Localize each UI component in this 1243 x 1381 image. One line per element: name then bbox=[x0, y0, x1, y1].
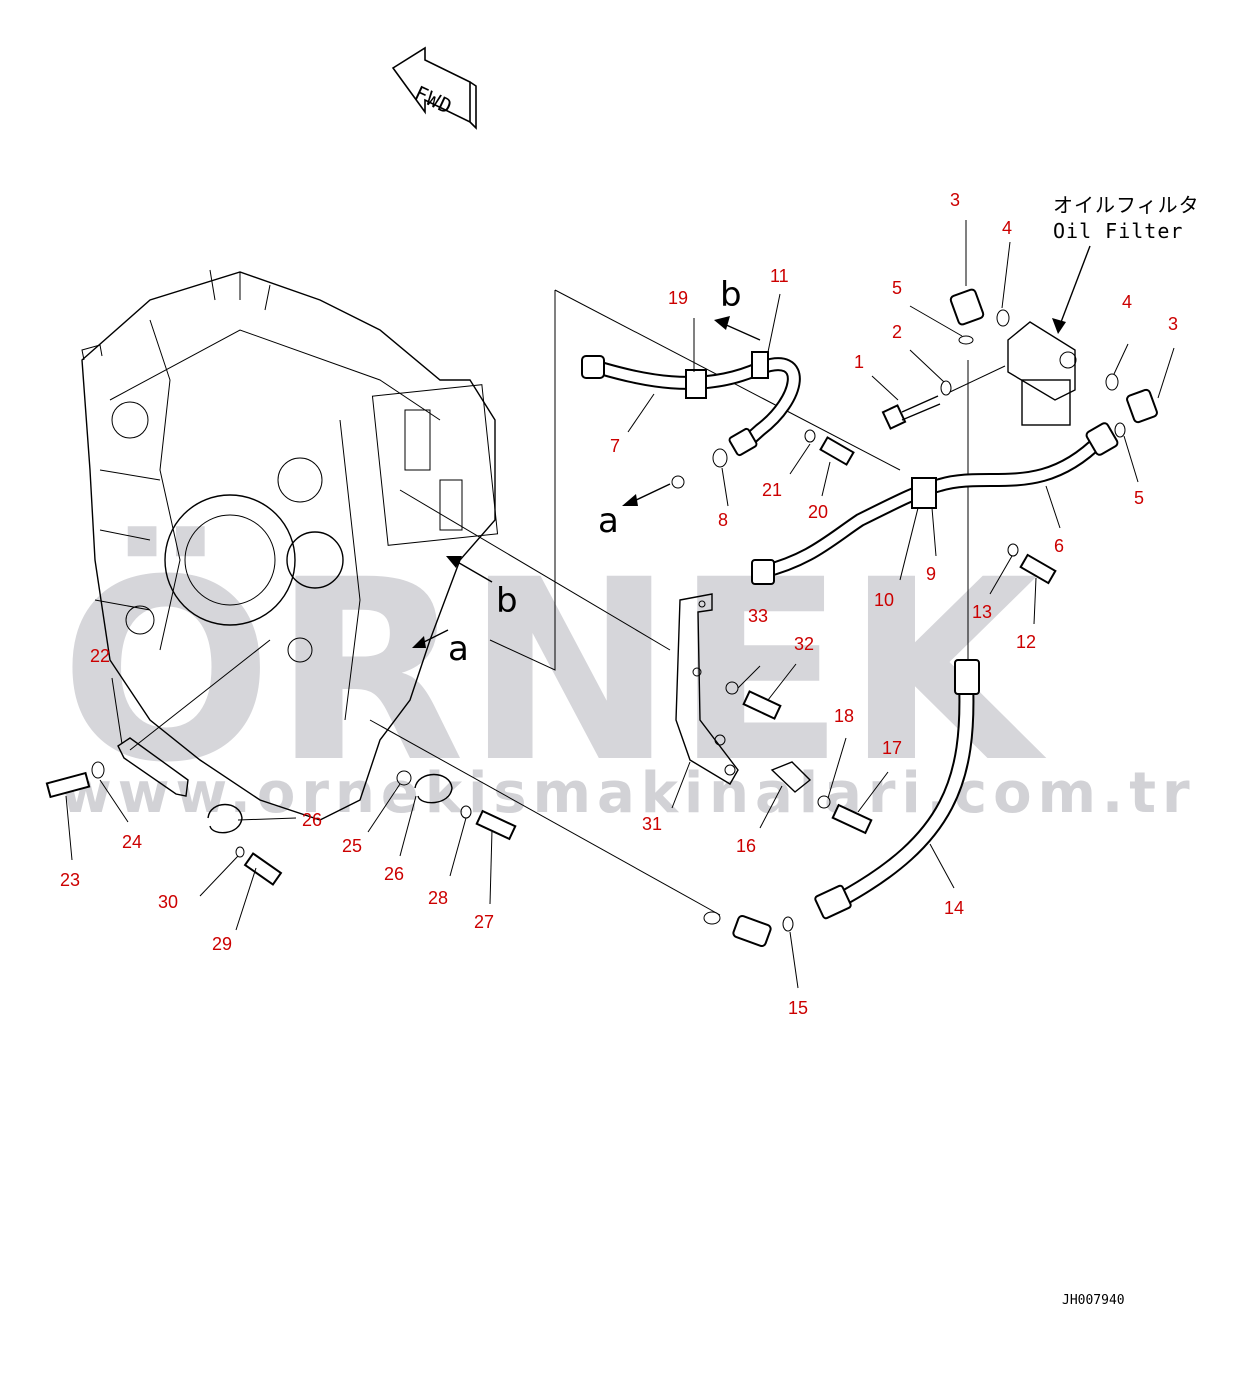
part-label-27: 27 bbox=[474, 912, 494, 932]
oil-filter-en-label: Oil Filter bbox=[1053, 219, 1183, 243]
watermark-url: www.ornekismakinalari.com.tr bbox=[60, 761, 1196, 826]
bracket-22 bbox=[117, 737, 189, 797]
part-label-6: 6 bbox=[1054, 536, 1064, 556]
fwd-arrow-icon: FWD bbox=[391, 46, 477, 130]
part-label-31: 31 bbox=[642, 814, 662, 834]
view-marker-a-hose: a bbox=[598, 501, 619, 541]
oil-filter-jp-label: オイルフィルタ bbox=[1053, 193, 1200, 217]
bolt-23 bbox=[45, 771, 91, 799]
view-marker-a-housing: a bbox=[448, 629, 469, 669]
part-label-3-upper: 3 bbox=[950, 190, 960, 210]
bolt-12 bbox=[1019, 553, 1057, 585]
washer-21 bbox=[804, 429, 816, 443]
spacer-25 bbox=[396, 770, 412, 786]
watermark-logo: ÖRNEK bbox=[60, 526, 1047, 817]
part-label-13: 13 bbox=[972, 602, 992, 622]
fitting-3-right bbox=[1126, 388, 1158, 424]
part-label-16: 16 bbox=[736, 836, 756, 856]
part-label-28: 28 bbox=[428, 888, 448, 908]
o-ring-15b bbox=[703, 911, 721, 925]
part-label-24: 24 bbox=[122, 832, 142, 852]
bolt-1 bbox=[881, 395, 941, 430]
view-arrows bbox=[412, 316, 761, 648]
hose-14 bbox=[732, 659, 980, 948]
drawing-code: JH007940 bbox=[1062, 1293, 1125, 1308]
bolt-32 bbox=[742, 690, 782, 720]
part-label-4-right: 4 bbox=[1122, 292, 1132, 312]
part-label-17: 17 bbox=[882, 738, 902, 758]
bolt-27 bbox=[475, 809, 517, 841]
bolt-29 bbox=[243, 852, 283, 886]
part-label-32: 32 bbox=[794, 634, 814, 654]
part-label-30: 30 bbox=[158, 892, 178, 912]
view-marker-b-hose: b bbox=[720, 275, 742, 315]
part-label-25: 25 bbox=[342, 836, 362, 856]
o-ring-4-right bbox=[1105, 373, 1119, 391]
o-ring-5-right bbox=[1114, 422, 1126, 438]
o-ring-5-upper bbox=[958, 335, 974, 345]
hose-6 bbox=[751, 422, 1119, 585]
part-label-1: 1 bbox=[854, 352, 864, 372]
part-label-26-left: 26 bbox=[302, 810, 322, 830]
leader-lines bbox=[129, 289, 1006, 916]
hose-7 bbox=[581, 351, 801, 457]
part-label-22: 22 bbox=[90, 646, 110, 666]
view-marker-b-housing: b bbox=[496, 581, 518, 621]
part-label-18: 18 bbox=[834, 706, 854, 726]
transmission-housing bbox=[81, 269, 499, 821]
part-label-7: 7 bbox=[610, 436, 620, 456]
washer-2 bbox=[940, 380, 952, 396]
part-label-5-upper: 5 bbox=[892, 278, 902, 298]
washer-24 bbox=[91, 761, 105, 779]
part-label-11: 11 bbox=[770, 266, 789, 286]
washer-13 bbox=[1007, 543, 1019, 557]
part-labels: 1 2 3 3 4 4 5 5 6 7 8 9 10 11 12 13 14 1… bbox=[60, 190, 1178, 1018]
part-label-2: 2 bbox=[892, 322, 902, 342]
washer-18 bbox=[817, 795, 831, 809]
part-label-9: 9 bbox=[926, 564, 936, 584]
bracket-31 bbox=[675, 593, 739, 785]
part-label-10: 10 bbox=[874, 590, 894, 610]
part-label-3-right: 3 bbox=[1168, 314, 1178, 334]
o-ring-8 bbox=[671, 475, 685, 489]
part-label-33: 33 bbox=[748, 606, 768, 626]
watermark: ÖRNEK www.ornekismakinalari.com.tr bbox=[60, 526, 1196, 826]
part-label-15: 15 bbox=[788, 998, 808, 1018]
part-label-19: 19 bbox=[668, 288, 688, 308]
part-label-12: 12 bbox=[1016, 632, 1036, 652]
washer-30 bbox=[235, 846, 245, 858]
part-label-20: 20 bbox=[808, 502, 828, 522]
plug-8 bbox=[712, 448, 728, 468]
part-label-8: 8 bbox=[718, 510, 728, 530]
part-label-14: 14 bbox=[944, 898, 964, 918]
clamp-16 bbox=[770, 761, 812, 793]
part-label-5-right: 5 bbox=[1134, 488, 1144, 508]
part-label-29: 29 bbox=[212, 934, 232, 954]
fitting-3-upper bbox=[949, 288, 985, 326]
part-label-21: 21 bbox=[762, 480, 782, 500]
part-label-26-right: 26 bbox=[384, 864, 404, 884]
part-label-4-upper: 4 bbox=[1002, 218, 1012, 238]
label-leaders bbox=[65, 220, 1175, 989]
o-ring-4-upper bbox=[996, 309, 1010, 327]
view-markers: a b a b bbox=[448, 275, 742, 669]
bolt-20 bbox=[819, 436, 855, 466]
clamp-26-right bbox=[414, 773, 453, 804]
oil-filter bbox=[1007, 245, 1091, 426]
bolt-17 bbox=[831, 803, 873, 835]
clamp-26-left bbox=[207, 803, 243, 834]
part-label-23: 23 bbox=[60, 870, 80, 890]
o-ring-15 bbox=[782, 916, 794, 932]
